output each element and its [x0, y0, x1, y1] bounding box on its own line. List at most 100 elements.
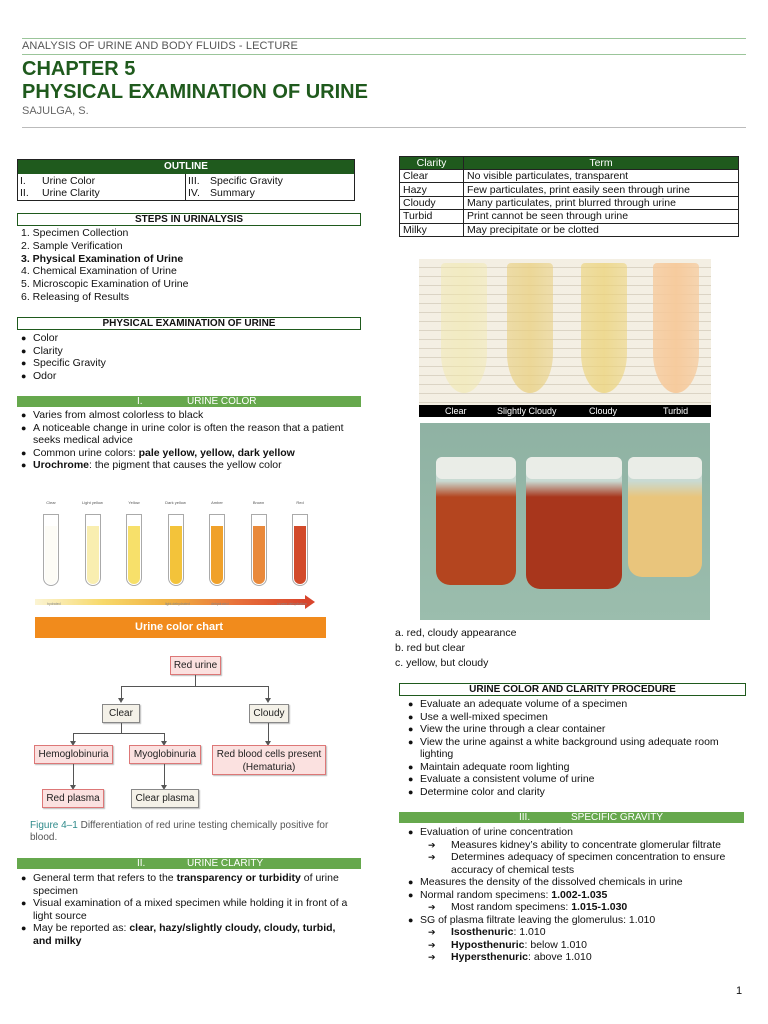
gradient-label: dehydrated: [211, 602, 229, 606]
outline-right-column: III.Specific Gravity IV.Summary: [186, 174, 354, 200]
urine-color-list: ●Varies from almost colorless to black ●…: [21, 409, 356, 472]
header-rule: [22, 54, 746, 55]
list-item: ●Specific Gravity: [21, 357, 106, 369]
specimen-cup: [436, 457, 516, 585]
gradient-label: severe dehydration: [277, 602, 307, 606]
outline-item: II.Urine Clarity: [20, 187, 183, 199]
cups-legend: a. red, cloudy appearance b. red but cle…: [395, 626, 516, 671]
steps-list: 1. Specimen Collection 2. Sample Verific…: [21, 227, 188, 304]
flow-clear-plasma: Clear plasma: [131, 789, 199, 808]
tube-label: Amber: [211, 500, 223, 505]
color-tube: [167, 514, 184, 586]
header-rule-bottom: [22, 127, 746, 128]
chapter-number: CHAPTER 5: [22, 58, 136, 80]
specimen-cup: [526, 457, 622, 589]
tube-label: Clear: [46, 500, 56, 505]
list-item: ●Use a well-mixed specimen: [408, 710, 548, 723]
sample-tube: [653, 263, 699, 393]
gradient-label: hydrated: [47, 602, 61, 606]
color-tube: [84, 514, 101, 586]
flow-hematuria-label: (Hematuria): [242, 762, 296, 773]
urine-cups-photo: [420, 423, 710, 620]
step-item: 2. Sample Verification: [21, 239, 123, 252]
sub-list-item: ➔Most random specimens: 1.015-1.030: [428, 901, 628, 913]
outline-num: I.: [20, 175, 26, 187]
legend-item: b. red but clear: [395, 642, 466, 654]
list-item: ●General term that refers to the transpa…: [21, 872, 339, 897]
flow-red-urine: Red urine: [170, 656, 221, 675]
gradient-arrow-icon: [305, 595, 315, 609]
flow-hemoglobinuria: Hemoglobinuria: [34, 745, 113, 764]
list-item: ●A noticeable change in urine color is o…: [21, 421, 344, 447]
sample-tube: [507, 263, 553, 393]
step-item-current: 3. Physical Examination of Urine: [21, 252, 184, 265]
list-item: ●Evaluation of urine concentration: [408, 826, 573, 838]
list-item: ●Urochrome: the pigment that causes the …: [21, 459, 282, 471]
table-header-row: Clarity Term: [399, 156, 739, 170]
sub-list-item: ➔Hypersthenuric: above 1.010: [428, 951, 592, 963]
author: SAJULGA, S.: [22, 105, 89, 117]
tube-label: Light yellow: [82, 500, 103, 505]
figure-caption: Figure 4–1 Differentiation of red urine …: [30, 820, 350, 844]
list-item: ●SG of plasma filtrate leaving the glome…: [408, 913, 656, 926]
list-item: ●Varies from almost colorless to black: [21, 409, 204, 421]
section-title: SPECIFIC GRAVITY: [571, 812, 664, 823]
section-number: II.: [137, 858, 146, 869]
procedure-list: ●Evaluate an adequate volume of a specim…: [408, 698, 748, 798]
flow-myoglobinuria: Myoglobinuria: [129, 745, 201, 764]
flow-red-plasma: Red plasma: [42, 789, 104, 808]
outline-label: Summary: [210, 187, 255, 199]
specimen-cup: [628, 457, 702, 577]
section-number: III.: [519, 812, 531, 823]
outline-table: OUTLINE I.Urine Color II.Urine Clarity I…: [17, 159, 355, 201]
list-item: ●Clarity: [21, 344, 63, 357]
clarity-photo-labels: Clear Slightly Cloudy Cloudy Turbid: [419, 405, 711, 417]
column-header: Clarity: [399, 156, 464, 170]
color-chart-banner: Urine color chart: [35, 617, 326, 638]
color-tube: [292, 514, 308, 586]
color-tube: [209, 514, 225, 586]
figure-caption-text: Differentiation of red urine testing che…: [30, 820, 329, 843]
sub-list-item: ➔Determines adequacy of specimen concent…: [428, 851, 726, 876]
step-item: 4. Chemical Examination of Urine: [21, 265, 177, 278]
list-item: ●View the urine through a clear containe…: [408, 723, 606, 735]
list-item: ●Determine color and clarity: [408, 785, 545, 798]
section-urine-clarity-heading: II. URINE CLARITY: [17, 858, 361, 869]
list-item: ●Visual examination of a mixed specimen …: [21, 897, 348, 922]
tube-label: Brown: [252, 500, 265, 505]
list-item: ●Maintain adequate room lighting: [408, 760, 570, 773]
list-item: ●Common urine colors: pale yellow, yello…: [21, 446, 295, 459]
sample-tube: [441, 263, 487, 393]
legend-item: c. yellow, but cloudy: [395, 657, 489, 669]
outline-item: I. Urine Color: [20, 175, 183, 187]
hydration-gradient: [35, 599, 305, 605]
sample-tube: [581, 263, 627, 393]
color-tube: [43, 514, 59, 586]
outline-label: Urine Color: [42, 175, 96, 187]
tube-label: Dark yellow: [165, 500, 186, 505]
color-tube: [250, 514, 267, 586]
course-title: ANALYSIS OF URINE AND BODY FLUIDS - LECT…: [22, 40, 298, 52]
list-item: ●Color: [21, 332, 59, 344]
step-item: 6. Releasing of Results: [21, 290, 129, 303]
color-tube: [126, 514, 142, 586]
outline-item: IV. Summary: [188, 187, 352, 199]
step-item: 5. Microscopic Examination of Urine: [21, 278, 189, 291]
sub-list-item: ➔Isosthenuric: 1.010: [428, 926, 546, 938]
flow-rbc-present: Red blood cells present (Hematuria): [212, 745, 326, 775]
procedure-heading: URINE COLOR AND CLARITY PROCEDURE: [399, 683, 746, 696]
photo-label: Turbid: [663, 406, 689, 416]
section-urine-color-heading: I. URINE COLOR: [17, 396, 361, 407]
outline-num: IV.: [188, 187, 200, 199]
urine-clarity-list: ●General term that refers to the transpa…: [21, 872, 356, 947]
section-title: URINE COLOR: [187, 396, 257, 407]
list-item: ●Measures the density of the dissolved c…: [408, 876, 683, 888]
gradient-label: light dehydrated: [165, 602, 190, 606]
outline-label: Specific Gravity: [210, 175, 283, 187]
page-number: 1: [736, 985, 743, 997]
